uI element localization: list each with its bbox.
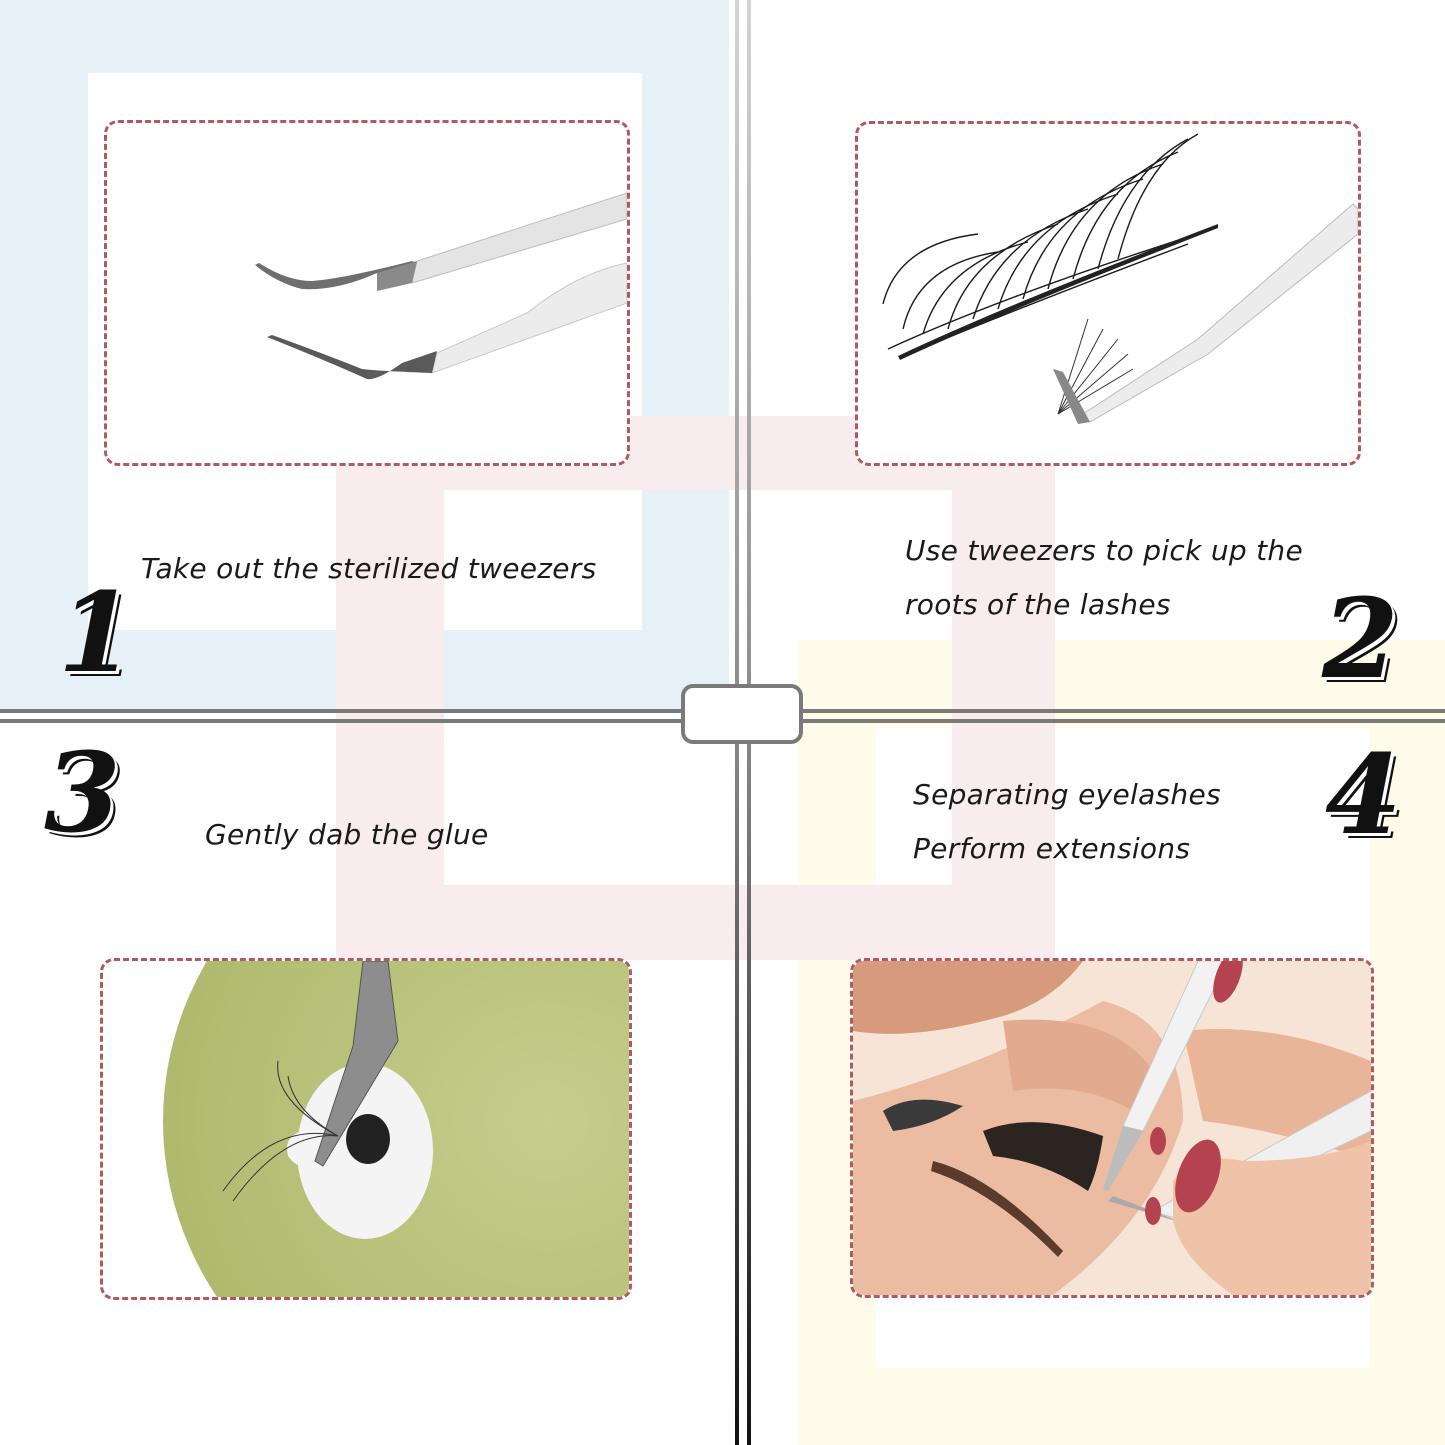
step-2-caption-line-2: roots of the lashes	[905, 588, 1171, 621]
lash-extension-application-icon	[853, 961, 1371, 1295]
divider-center-box	[681, 684, 803, 744]
step-3-number: 3	[44, 728, 121, 857]
step-3-image-frame	[100, 958, 632, 1300]
step-4-number: 4	[1325, 730, 1402, 859]
step-2-caption: Use tweezers to pick up the roots of the…	[905, 524, 1303, 632]
step-1-number: 1	[58, 568, 135, 697]
step-2-image-frame	[855, 121, 1361, 466]
step-1-image-frame	[104, 120, 630, 466]
pink-frame-left	[336, 490, 444, 960]
step-3-caption: Gently dab the glue	[205, 808, 489, 862]
step-2-number: 2	[1322, 574, 1399, 703]
jade-glue-stone-icon	[163, 961, 629, 1297]
tweezers-pair-icon	[255, 192, 627, 380]
pink-frame-bottom	[444, 885, 952, 960]
step-4-caption-line-2: Perform extensions	[913, 832, 1191, 865]
step-1-caption: Take out the sterilized tweezers	[141, 542, 596, 596]
step-4-image-frame	[850, 958, 1374, 1298]
step-4-caption: Separating eyelashes Perform extensions	[913, 768, 1221, 876]
step-3-caption-line-1: Gently dab the glue	[205, 818, 489, 851]
step-4-caption-line-1: Separating eyelashes	[913, 778, 1221, 811]
pink-frame-right	[952, 490, 1055, 960]
step-1-caption-line-1: Take out the sterilized tweezers	[141, 552, 597, 585]
step-2-caption-line-1: Use tweezers to pick up the	[905, 534, 1304, 567]
lash-tray-icon	[882, 133, 1358, 424]
